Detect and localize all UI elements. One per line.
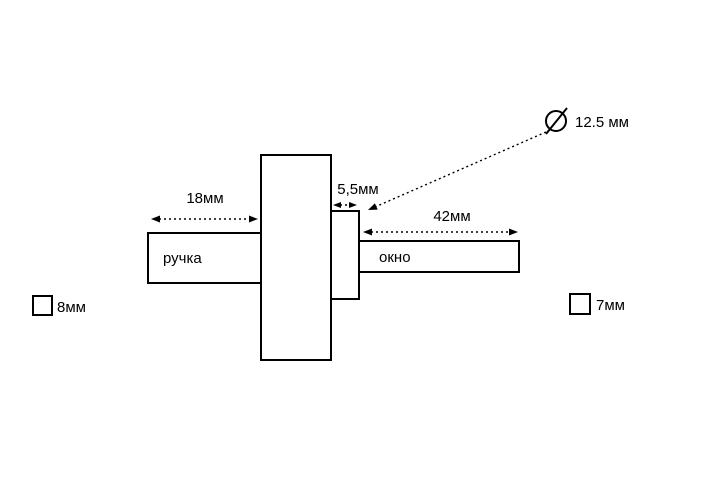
handle-label: ручка <box>163 250 202 267</box>
diameter-icon <box>545 107 568 135</box>
dim-55-label: 5,5мм <box>337 181 378 198</box>
dim-42-label: 42мм <box>433 208 470 225</box>
central-body-rect <box>260 154 332 361</box>
diameter-label: 12.5 мм <box>575 114 629 131</box>
arrow-left-icon <box>151 215 160 223</box>
handle-bar-rect <box>147 232 263 284</box>
window-bar-rect <box>358 240 520 273</box>
arrow-right-icon <box>349 202 357 208</box>
window-label: окно <box>379 249 411 266</box>
square-7-label: 7мм <box>596 297 625 314</box>
dim-55-arrow <box>333 202 357 208</box>
arrow-right-icon <box>509 228 518 236</box>
neck-rect <box>330 210 360 300</box>
diameter-leader-line <box>368 131 547 210</box>
square-8-rect <box>32 295 53 316</box>
square-7-rect <box>569 293 591 315</box>
arrow-left-icon <box>363 228 372 236</box>
arrow-left-icon <box>333 202 341 208</box>
dim-18-label: 18мм <box>186 190 223 207</box>
dim-18-arrow <box>151 215 258 223</box>
dim-42-arrow <box>363 228 518 236</box>
arrow-right-icon <box>249 215 258 223</box>
square-8-label: 8мм <box>57 299 86 316</box>
arrow-leader-icon <box>368 203 378 210</box>
